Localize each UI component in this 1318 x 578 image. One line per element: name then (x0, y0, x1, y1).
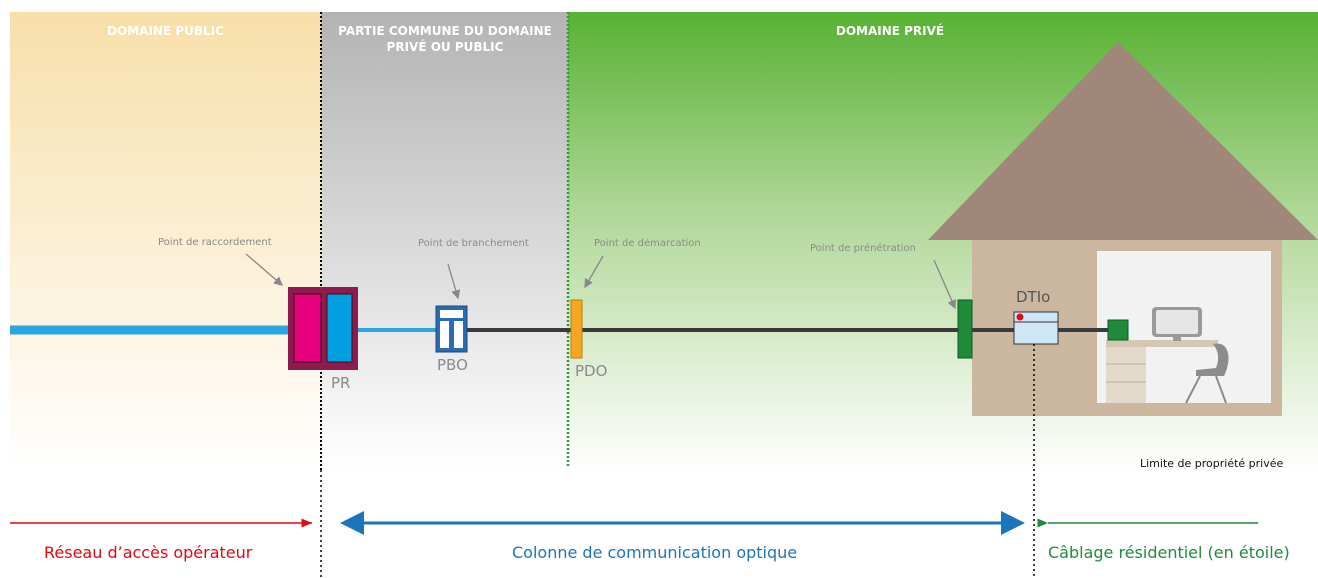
arrow-pointer-icon (584, 255, 604, 289)
label-pbo: PBO (437, 356, 468, 374)
dtio-box (1013, 311, 1059, 345)
label-raccordement: Point de raccordement (158, 237, 272, 248)
penetration-box (957, 299, 973, 359)
segment-column-label: Colonne de communication optique (512, 543, 798, 562)
segment-residential-label: Câblage résidentiel (en étoile) (1048, 543, 1290, 562)
label-penetration: Point de prénétration (810, 243, 916, 254)
arrow-pointer-icon (933, 259, 957, 310)
zone-commune-bg (321, 12, 568, 470)
label-demarcation: Point de démarcation (594, 238, 701, 249)
monitor-icon (1152, 307, 1202, 341)
outlet-box (1107, 319, 1129, 341)
zone-public-bg (10, 12, 321, 470)
desk-icon (1106, 340, 1218, 403)
pdo-equipment (570, 299, 583, 359)
arrow-pointer-icon (245, 253, 283, 286)
label-branchement: Point de branchement (418, 238, 529, 249)
zone-commune-title: PARTIE COMMUNE DU DOMAINE PRIVÉ OU PUBLI… (338, 24, 552, 54)
chair-icon (1185, 343, 1229, 404)
label-pr: PR (331, 374, 351, 392)
segment-operator-label: Réseau d’accès opérateur (44, 543, 253, 562)
pr-equipment (288, 287, 358, 370)
house-roof (928, 42, 1318, 240)
zone-public-title: DOMAINE PUBLIC (107, 24, 224, 38)
arrow-pointer-icon (447, 263, 461, 300)
pbo-equipment (435, 305, 468, 353)
label-pdo: PDO (575, 362, 608, 380)
label-dtio: DTIo (1016, 288, 1051, 306)
private-property-limit-label: Limite de propriété privée (1140, 457, 1284, 470)
zone-prive-title: DOMAINE PRIVÉ (835, 24, 945, 38)
